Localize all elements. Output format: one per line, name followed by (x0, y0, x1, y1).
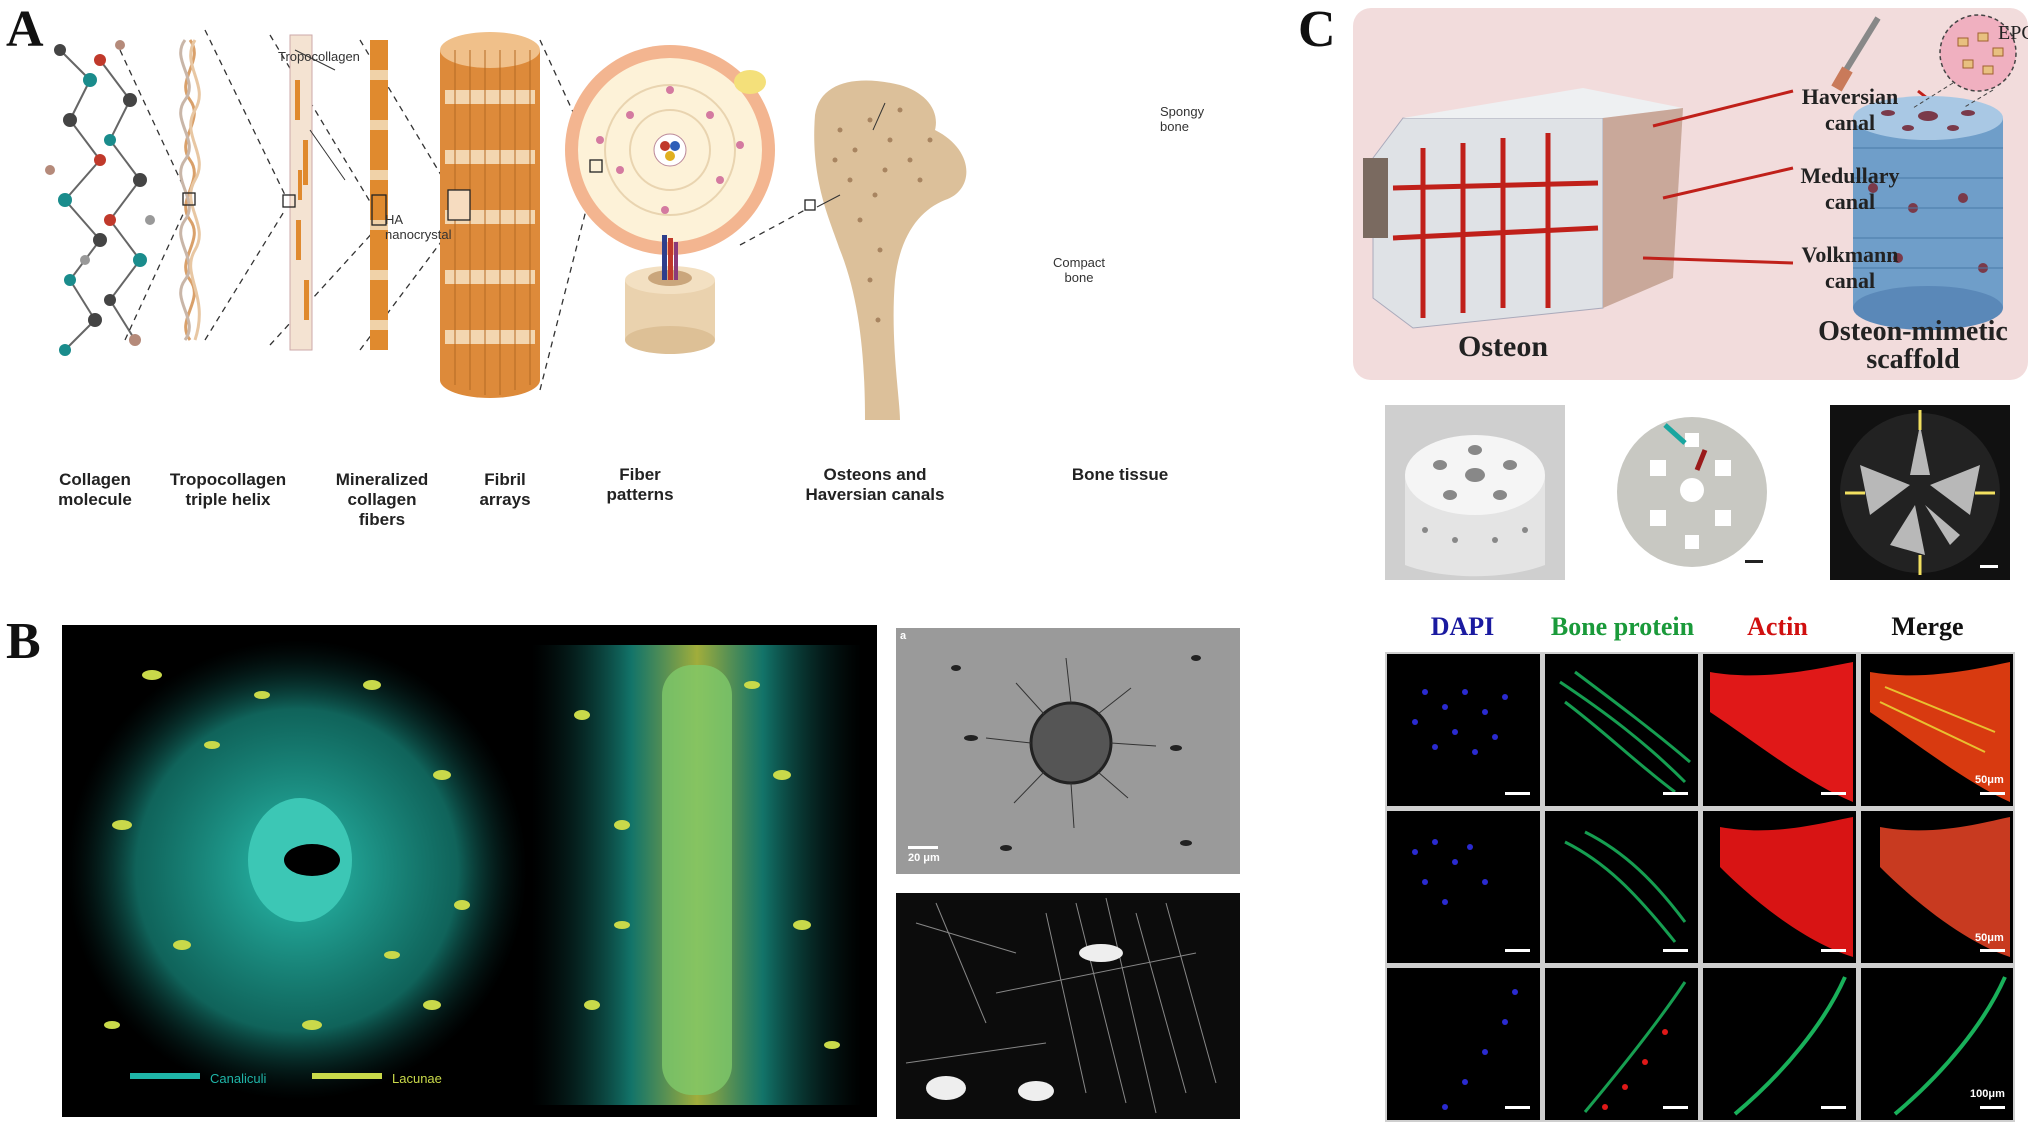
caption-fibril-arrays: Fibril arrays (479, 470, 531, 509)
col-header-merge: Merge (1891, 612, 1964, 641)
merge-scale-50-row1: 50μm (1975, 774, 2004, 786)
label-osteon-mimetic-scaffold: Osteon-mimetic scaffold (1818, 316, 2008, 375)
caption-fiber-patterns: Fiber patterns (606, 465, 674, 504)
caption-osteons-haversian: Osteons and Haversian canals (805, 465, 945, 504)
label-ha-nanocrystal: HA nanocrystal (385, 212, 452, 242)
col-header-actin: Actin (1747, 612, 1808, 641)
legend-canaliculi: Canaliculi (210, 1071, 267, 1086)
canaliculi-3d-render (62, 625, 877, 1117)
osteon-cross-section (565, 45, 775, 255)
label-medullary-canal: Medullary canal (1800, 163, 1900, 214)
col-header-dapi: DAPI (1430, 612, 1495, 641)
col-header-bone-protein: Bone protein (1550, 612, 1695, 641)
merge-scale-100-row3: 100μm (1970, 1088, 2005, 1100)
fluorescence-micrograph (896, 893, 1240, 1119)
legend-lacunae: Lacunae (392, 1071, 442, 1086)
sem-corner-letter: a (900, 630, 907, 642)
fiber-bundle (440, 32, 540, 398)
caption-bone-tissue: Bone tissue (1071, 465, 1169, 484)
fluorescence-grid: 50μm 50μm 100μm (1385, 652, 2015, 1122)
scaffold-photo (1605, 405, 1780, 580)
label-osteon: Osteon (1458, 330, 1548, 363)
label-volkmann-canal: Volkmann canal (1801, 242, 1899, 293)
panel-label-a: A (6, 1, 44, 58)
sem-scale-text: 20 μm (908, 852, 940, 864)
femur (814, 80, 967, 421)
osteon-scaffold-schematic: EPCs Haversian canal Medullary canal Vol… (1353, 8, 2028, 380)
label-compact-bone: Compact bone (1053, 255, 1106, 285)
caption-collagen-molecule: Collagen molecule (58, 470, 132, 509)
sem-micrograph: a 20 μm (896, 628, 1240, 874)
scaffold-cad-model (1385, 405, 1565, 580)
panel-label-c: C (1298, 1, 1336, 58)
collagen-atoms (45, 40, 155, 356)
mineralized-fibers (289, 34, 313, 351)
merge-scale-50-row2: 50μm (1975, 932, 2004, 944)
osteon-cylinder (625, 235, 715, 354)
label-epcs: EPCs (1998, 22, 2028, 44)
scaffold-microct (1830, 405, 2010, 580)
panel-a-illustration (45, 29, 967, 421)
label-tropocollagen: Tropocollagen (278, 49, 360, 64)
caption-mineralized-collagen-fibers: Mineralized collagen fibers (335, 470, 429, 529)
triple-helix (179, 39, 201, 341)
panel-label-b: B (6, 613, 41, 670)
sem-scale-bar (908, 846, 938, 849)
caption-tropocollagen-triple-helix: Tropocollagen triple helix (169, 470, 287, 509)
label-spongy-bone: Spongy bone (1160, 104, 1205, 134)
label-haversian-canal: Haversian canal (1801, 84, 1899, 135)
